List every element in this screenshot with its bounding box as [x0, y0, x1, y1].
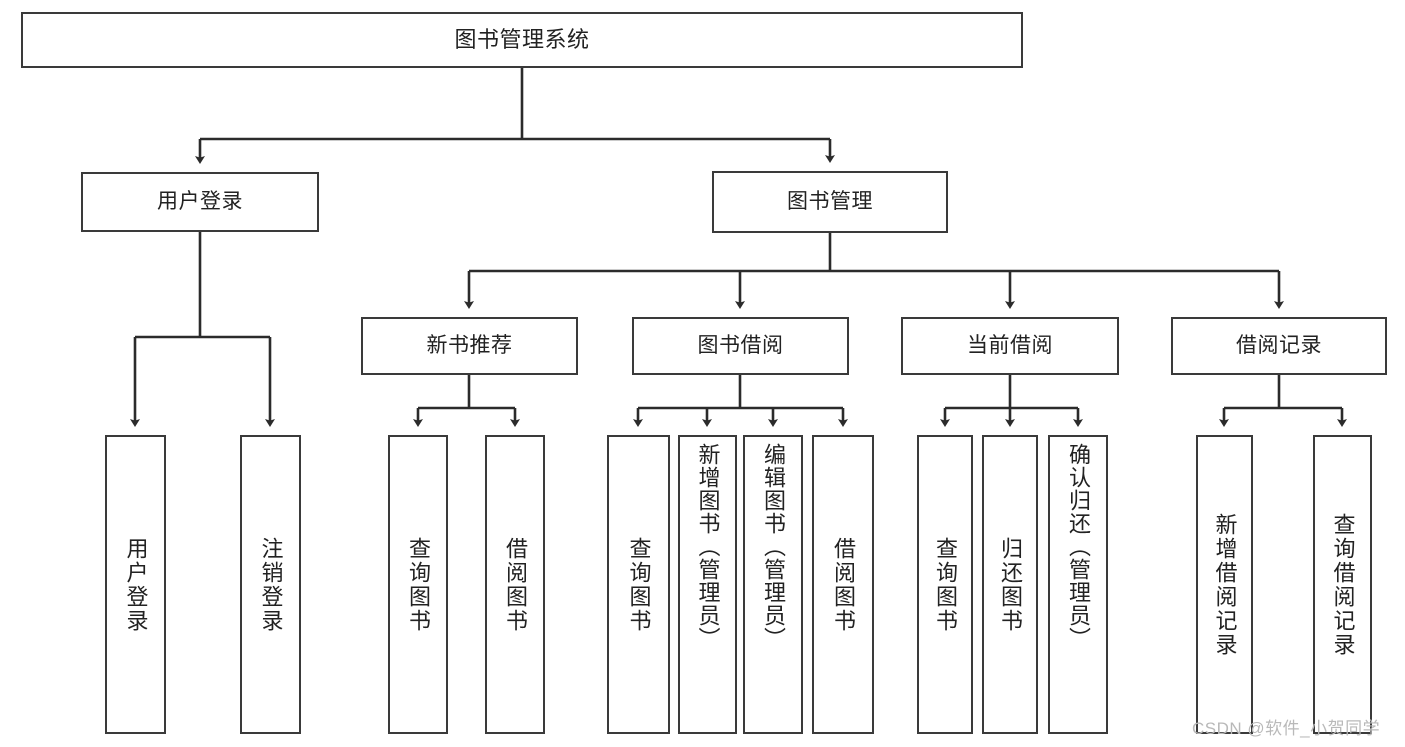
node-user-login[interactable]: 用户登录	[81, 172, 319, 232]
node-current-borrow-label: 当前借阅	[967, 333, 1053, 357]
leaf-node[interactable]: 编辑图书（管理员）	[743, 435, 803, 734]
leaf-node[interactable]: 新增借阅记录	[1196, 435, 1253, 734]
leaf-node[interactable]: 注销登录	[240, 435, 301, 734]
leaf-node-label: 查询图书	[933, 536, 958, 633]
node-book-borrow[interactable]: 图书借阅	[632, 317, 849, 375]
node-current-borrow[interactable]: 当前借阅	[901, 317, 1119, 375]
leaf-node-label: 借阅图书	[503, 536, 528, 633]
node-user-login-label: 用户登录	[157, 189, 243, 213]
node-root-label: 图书管理系统	[454, 27, 590, 53]
leaf-node-label: 查询图书	[626, 536, 652, 633]
node-borrow-record-label: 借阅记录	[1236, 333, 1322, 357]
node-book-management-label: 图书管理	[787, 189, 873, 213]
leaf-node[interactable]: 新增图书（管理员）	[678, 435, 737, 734]
leaf-node[interactable]: 查询图书	[607, 435, 670, 734]
leaf-node[interactable]: 用户登录	[105, 435, 166, 734]
leaf-node-label: 归还图书	[998, 536, 1023, 633]
leaf-node-label: 注销登录	[258, 536, 284, 633]
leaf-node-label: 新增图书（管理员）	[695, 443, 721, 650]
leaf-node[interactable]: 借阅图书	[812, 435, 874, 734]
leaf-node[interactable]: 归还图书	[982, 435, 1038, 734]
leaf-node-label: 新增借阅记录	[1212, 512, 1238, 657]
leaf-node[interactable]: 查询图书	[388, 435, 448, 734]
leaf-node-label: 查询借阅记录	[1330, 512, 1356, 657]
leaf-node-label: 用户登录	[123, 536, 149, 633]
leaf-node-label: 查询图书	[406, 536, 431, 633]
leaf-node-label: 确认归还（管理员）	[1066, 443, 1091, 650]
node-new-book-recommend-label: 新书推荐	[426, 333, 513, 357]
leaf-node[interactable]: 查询借阅记录	[1313, 435, 1372, 734]
leaf-node[interactable]: 查询图书	[917, 435, 973, 734]
node-new-book-recommend[interactable]: 新书推荐	[361, 317, 578, 375]
node-book-borrow-label: 图书借阅	[697, 333, 784, 357]
leaf-node[interactable]: 借阅图书	[485, 435, 545, 734]
node-book-management[interactable]: 图书管理	[712, 171, 948, 233]
leaf-node-label: 借阅图书	[831, 536, 856, 633]
csdn-watermark: CSDN @软件_小贺同学	[1192, 719, 1381, 738]
leaf-node-label: 编辑图书（管理员）	[761, 443, 786, 650]
node-borrow-record[interactable]: 借阅记录	[1171, 317, 1387, 375]
leaf-node[interactable]: 确认归还（管理员）	[1048, 435, 1108, 734]
node-root[interactable]: 图书管理系统	[21, 12, 1023, 68]
